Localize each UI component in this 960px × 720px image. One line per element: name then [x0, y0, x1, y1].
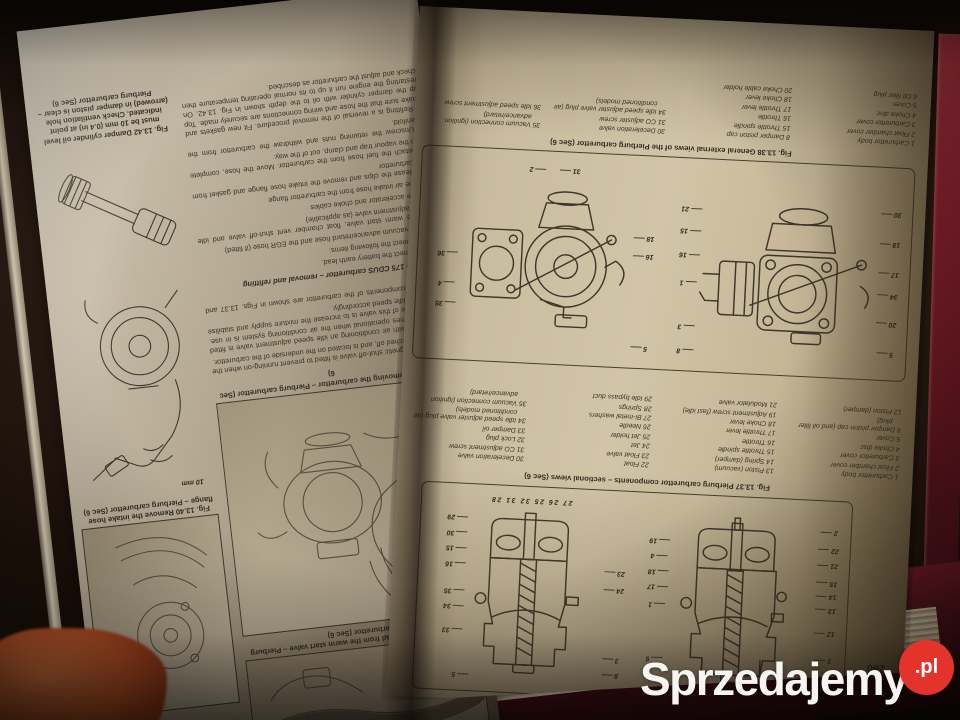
callout-number: 15 — [446, 544, 454, 551]
carburettor-side-art — [84, 289, 181, 481]
callout-number: 5 — [643, 345, 647, 352]
callout-number: 13 — [828, 607, 836, 614]
callout-number: 3 — [677, 322, 681, 329]
callout-number: 12 — [827, 630, 835, 637]
carburettor-external-art — [448, 163, 633, 351]
callout-number: 15 — [829, 580, 837, 587]
callout-number: 23 — [617, 570, 625, 577]
callout-number: 22 — [831, 547, 839, 554]
parts-column: 13 Piston (vacuum)14 Spring (damper)15 T… — [657, 376, 778, 474]
callout-number: 35 — [444, 586, 452, 593]
callout-number: 4 — [438, 279, 442, 286]
parts-column: 35 Vacuum connection (ignition advance/r… — [423, 42, 544, 128]
callout-number: 18 — [892, 241, 900, 248]
callout-number: 2 — [529, 165, 533, 172]
watermark: Sprzedajemy .pl — [640, 640, 958, 720]
callout-number: 16 — [445, 559, 453, 566]
right-page: 260 — [386, 6, 934, 720]
callout-number: 30 — [447, 528, 455, 535]
callout-number: 17 — [891, 271, 899, 278]
callout-number: 34 — [890, 293, 898, 300]
callout-number: 24 — [616, 587, 624, 594]
callout-number: 8 — [676, 346, 680, 353]
drawing-carburettor-side: 10 mm — [53, 269, 215, 505]
watermark-suffix: .pl — [914, 656, 939, 678]
procedure-steps: 1 Disconnect the battery earth lead.2 Di… — [181, 66, 437, 281]
callout-number: 35 — [435, 298, 443, 305]
callout-number: 21 — [830, 563, 838, 570]
damper-piston-art — [58, 173, 177, 246]
callout-number: 1 — [680, 278, 684, 285]
callout-number: 16 — [679, 251, 687, 258]
callout-number: 1 — [648, 600, 652, 607]
callout-number: 21 — [681, 205, 689, 212]
callout-number: 20 — [889, 321, 897, 328]
external-diagram-right: 5 16 18 35 4 36 31 2 — [423, 152, 659, 362]
callout-number: 31 — [573, 167, 581, 174]
callout-number: 34 — [443, 602, 451, 609]
callout-number: 19 — [649, 536, 657, 543]
callout-number: 15 — [680, 227, 688, 234]
callout-number: 14 — [829, 593, 837, 600]
callout-number: 2 — [834, 530, 838, 537]
drawing-damper-piston — [38, 134, 191, 285]
callout-number: 5 — [451, 670, 455, 677]
callout-number: 3 — [615, 657, 619, 664]
right-page-content: 260 — [386, 6, 934, 720]
callout-number: 30 — [894, 211, 902, 218]
callout-number: 33 — [442, 625, 450, 632]
callout-number: 18 — [648, 567, 656, 574]
callout-number: 17 — [647, 583, 655, 590]
watermark-red-dot-icon: .pl — [899, 640, 954, 695]
callout-number: 36 — [437, 249, 445, 256]
carburettor-external-art — [690, 175, 879, 363]
callout-number: 16 — [646, 253, 654, 260]
callout-number: 4 — [650, 552, 654, 559]
callout-number: 5 — [889, 351, 893, 358]
callout-number: 29 — [447, 513, 455, 520]
callout-number: 18 — [647, 235, 655, 242]
callout-number: 8 — [614, 672, 618, 679]
external-diagram-left: 5 20 34 17 18 30 8 3 1 16 15 21 — [664, 164, 905, 374]
carburettor-section-art — [448, 499, 607, 680]
watermark-brand: Sprzedajemy — [640, 653, 909, 705]
